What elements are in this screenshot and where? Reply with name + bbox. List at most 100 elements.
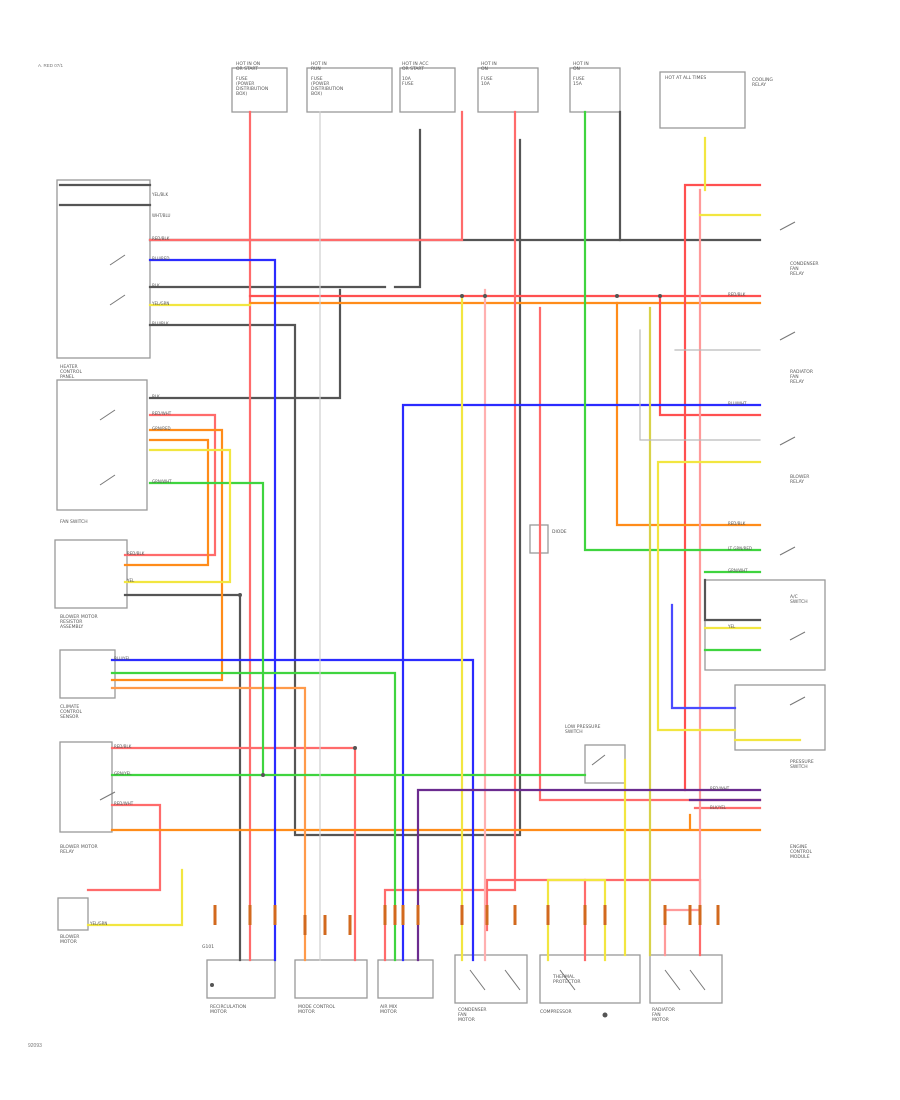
wire-label: RED/BLK (152, 236, 170, 241)
label-climate-sensor: CLIMATE CONTROL SENSOR (60, 705, 82, 720)
fuse-box-2 (306, 67, 393, 113)
splice-dot (602, 1012, 608, 1018)
right-relay-2 (734, 684, 826, 751)
label-radiator-fan-motor: RADIATOR FAN MOTOR (652, 1008, 675, 1023)
wire-label: GRN/WHT (152, 479, 172, 484)
blower-motor-box (57, 897, 89, 931)
wire-label: BLU/YEL (114, 656, 131, 661)
wire-lgray-2 (639, 329, 761, 441)
wire-blue-1 (148, 258, 277, 962)
label-cond-fan-relay: CONDENSER FAN RELAY (790, 262, 819, 277)
lo-press-switch (584, 744, 626, 784)
diagram-code-top: A. RED 07/1 (38, 63, 64, 68)
label-lo-pressure: LOW PRESSURE SWITCH (565, 725, 601, 735)
wire-label: RED/BLK (728, 292, 746, 297)
splice-dot (460, 294, 464, 298)
resistor-box (59, 649, 116, 699)
label-mode-motor: MODE CONTROL MOTOR (298, 1005, 336, 1015)
bottom-comp-1 (206, 959, 276, 999)
wire-blue-4 (670, 603, 737, 710)
label-heater-control: HEATER CONTROL PANEL (60, 365, 82, 380)
wire-gray-7 (58, 183, 152, 207)
fuse-box-5 (569, 67, 621, 113)
wire-yellow-6 (86, 868, 184, 927)
splice-dot (261, 773, 265, 777)
wire-label: RED/WHT (710, 786, 730, 791)
label-ac-switch: A/C SWITCH (790, 595, 808, 605)
label-blower-relay: BLOWER RELAY (790, 475, 810, 485)
label-relay-top: HOT AT ALL TIMES (665, 76, 707, 81)
wire-label: YEL (728, 624, 736, 629)
wire-blue-2 (401, 403, 762, 962)
wire-green-2 (110, 671, 397, 962)
wire-label: GRN/YEL (114, 771, 132, 776)
wire-red-7 (123, 413, 217, 557)
diagram-code-bottom: 92093 (28, 1043, 42, 1049)
wire-label: BLK (152, 394, 160, 399)
wire-label: YEL/GRN (152, 301, 170, 306)
wire-red-10 (86, 803, 162, 892)
label-fuse-run2: HOT IN ON FUSE 10A (481, 62, 497, 87)
splice-dot (353, 746, 357, 750)
wire-yellow-4 (656, 460, 762, 732)
right-relay-1 (704, 579, 826, 671)
wire-label: WHT/BLU (152, 213, 171, 218)
fan-switch-box (56, 379, 148, 511)
label-recirc-motor: RECIRCULATION MOTOR (210, 1005, 247, 1015)
wire-gray-3 (148, 128, 422, 289)
label-radiator-fan-relay: RADIATOR FAN RELAY (790, 370, 813, 385)
wire-green-1 (583, 110, 762, 552)
fuse-box-3 (399, 67, 456, 113)
wire-gray-1 (148, 110, 622, 242)
wire-orange-4 (110, 686, 307, 962)
wire-red-12 (583, 878, 702, 957)
wire-label: GRN/WHT (728, 568, 748, 573)
label-cond-fan-motor: CONDENSER FAN MOTOR (458, 1008, 487, 1023)
wire-label: RED/BLK (127, 551, 145, 556)
label-fuse-box: HOT IN ON OR START FUSE (POWER DISTRIBUT… (236, 62, 269, 97)
label-air-mix-motor: AIR MIX MOTOR (380, 1005, 398, 1015)
splice-dot (658, 294, 662, 298)
wire-yellow-2 (123, 448, 232, 584)
wire-red-9 (110, 746, 357, 962)
label-blower-motor-relay: BLOWER MOTOR RELAY (60, 845, 98, 855)
label-blower-motor: BLOWER MOTOR (60, 935, 80, 945)
label-fuse-acc: HOT IN ACC OR START 10A FUSE (402, 62, 429, 87)
wire-gray-5 (148, 138, 522, 837)
splice-dot (483, 294, 487, 298)
wire-label: LT GRN/RED (728, 546, 752, 551)
ac-switch-box (54, 539, 128, 609)
wire-label: YEL (127, 578, 135, 583)
fuse-box-4 (477, 67, 539, 113)
label-fan-switch: FAN SWITCH (60, 520, 88, 525)
wire-green-4 (148, 481, 265, 777)
heater-panel-box (56, 179, 151, 359)
bottom-comp-4 (454, 954, 528, 1004)
label-fuse-run: HOT IN RUN FUSE (POWER DISTRIBUTION BOX) (311, 62, 344, 97)
connector-stubs (213, 905, 720, 935)
wire-orange-2 (615, 301, 762, 527)
label-compressor: COMPRESSOR (540, 1010, 572, 1015)
wire-label: RED/BLK (114, 744, 132, 749)
wire-red-2 (148, 110, 464, 242)
wire-orange-1 (110, 813, 762, 832)
label-ecm: ENGINE CONTROL MODULE (790, 845, 812, 860)
wire-orange-3 (123, 438, 210, 567)
wire-label: RED/BLK (728, 521, 746, 526)
wire-label: BLU/BLK (152, 321, 169, 326)
wire-pink-2 (663, 188, 702, 957)
wire-red-5 (683, 183, 762, 792)
wire-label: BLU/RED (152, 256, 170, 261)
ground-dot (210, 983, 214, 987)
bottom-comp-2 (294, 959, 368, 999)
wire-label: BLK/YEL (710, 805, 727, 810)
label-thermal-protector: THERMAL PROTECTOR (553, 975, 581, 985)
wire-yellow-7 (546, 878, 607, 962)
wire-red-13 (485, 878, 587, 962)
wire-label: YEL/BLK (152, 192, 169, 197)
fuse-box-1 (231, 67, 288, 113)
label-diode: DIODE (552, 530, 567, 535)
wire-blue-3 (110, 658, 475, 962)
label-fuse-3: HOT IN ON FUSE 15A (573, 62, 589, 87)
wire-label: BLU/WHT (728, 401, 747, 406)
